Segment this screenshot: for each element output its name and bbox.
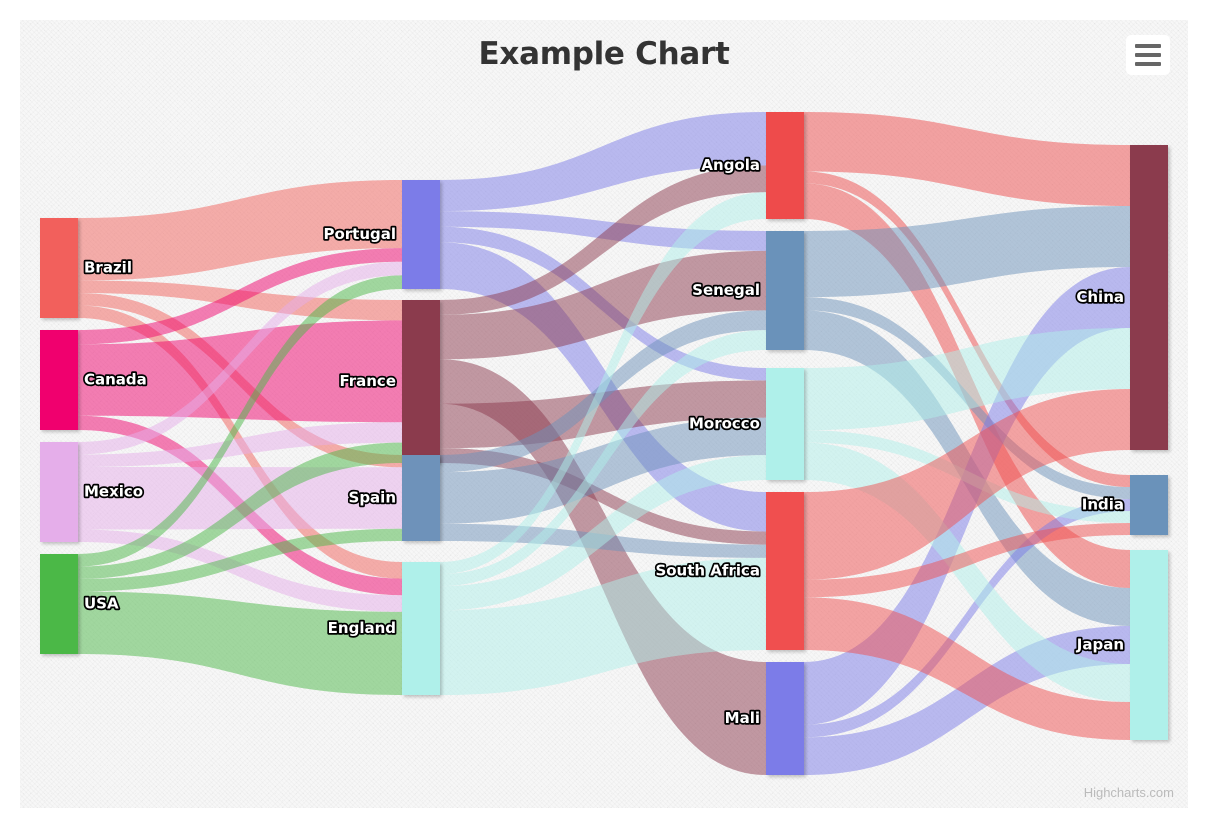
node-label-england: England (328, 619, 396, 637)
hamburger-menu-icon[interactable] (1126, 35, 1170, 75)
sankey-link[interactable] (440, 165, 766, 315)
sankey-link[interactable] (440, 557, 766, 695)
sankey-link[interactable] (78, 422, 402, 467)
sankey-link[interactable] (440, 448, 766, 545)
menu-bar-1 (1135, 44, 1161, 48)
sankey-link[interactable] (804, 328, 1130, 431)
sankey-node-angola[interactable] (766, 112, 804, 219)
menu-bar-2 (1135, 53, 1161, 57)
node-label-morocco: Morocco (689, 415, 760, 433)
sankey-nodes-layer (40, 112, 1168, 775)
sankey-node-south-africa[interactable] (766, 492, 804, 650)
sankey-link[interactable] (440, 250, 766, 360)
sankey-link[interactable] (440, 192, 766, 575)
sankey-link[interactable] (78, 591, 402, 696)
sankey-link[interactable] (440, 359, 766, 775)
sankey-link[interactable] (804, 389, 1130, 580)
sankey-link[interactable] (78, 261, 402, 455)
sankey-link[interactable] (78, 467, 402, 530)
sankey-link[interactable] (78, 528, 402, 592)
sankey-link[interactable] (804, 499, 1130, 738)
node-label-japan: Japan (1076, 636, 1124, 654)
sankey-node-france[interactable] (402, 300, 440, 463)
sankey-link[interactable] (440, 330, 766, 587)
sankey-node-mali[interactable] (766, 662, 804, 775)
node-label-usa: USA (84, 595, 119, 613)
sankey-link[interactable] (440, 417, 766, 524)
node-label-mexico: Mexico (84, 483, 143, 501)
sankey-link[interactable] (804, 112, 1130, 206)
node-label-china: China (1076, 288, 1124, 306)
sankey-link[interactable] (804, 523, 1130, 598)
node-label-india: India (1082, 496, 1124, 514)
menu-bar-3 (1135, 62, 1161, 66)
sankey-link[interactable] (78, 275, 402, 567)
sankey-node-morocco[interactable] (766, 368, 804, 480)
node-label-canada: Canada (84, 371, 147, 389)
sankey-link[interactable] (78, 180, 402, 281)
sankey-link[interactable] (440, 455, 766, 611)
sankey-node-japan[interactable] (1130, 550, 1168, 740)
sankey-node-brazil[interactable] (40, 218, 78, 318)
sankey-link[interactable] (804, 442, 1130, 702)
node-label-south-africa: South Africa (655, 562, 760, 580)
sankey-node-china[interactable] (1130, 145, 1168, 450)
node-label-portugal: Portugal (323, 225, 396, 243)
sankey-link[interactable] (804, 171, 1130, 487)
sankey-link[interactable] (804, 597, 1130, 740)
sankey-link[interactable] (78, 529, 402, 612)
node-label-spain: Spain (349, 489, 396, 507)
page-title: Example Chart (478, 36, 730, 72)
sankey-node-spain[interactable] (402, 455, 440, 541)
sankey-link[interactable] (78, 248, 402, 345)
sankey-links-layer (78, 112, 1130, 775)
sankey-node-england[interactable] (402, 562, 440, 695)
sankey-node-usa[interactable] (40, 554, 78, 654)
node-label-mali: Mali (725, 709, 760, 727)
sankey-node-portugal[interactable] (402, 180, 440, 289)
sankey-link[interactable] (78, 320, 402, 423)
sankey-link[interactable] (440, 380, 766, 449)
highcharts-credits[interactable]: Highcharts.com (1083, 785, 1174, 800)
node-label-brazil: Brazil (84, 259, 132, 277)
node-label-angola: Angola (701, 156, 760, 174)
node-label-senegal: Senegal (692, 281, 760, 299)
sankey-node-canada[interactable] (40, 330, 78, 430)
node-label-france: France (339, 372, 396, 390)
sankey-link[interactable] (78, 442, 402, 579)
sankey-node-mexico[interactable] (40, 442, 78, 542)
sankey-link[interactable] (440, 112, 766, 212)
sankey-node-india[interactable] (1130, 475, 1168, 535)
sankey-node-senegal[interactable] (766, 231, 804, 350)
sankey-link[interactable] (804, 206, 1130, 298)
